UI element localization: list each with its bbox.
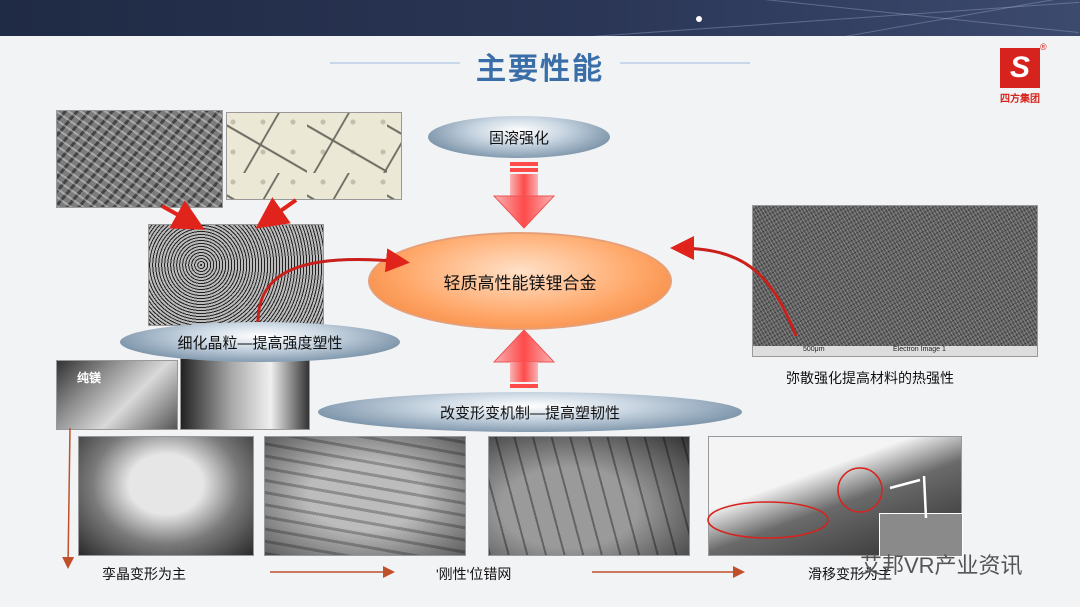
block-arrow-up (492, 329, 556, 388)
arrow-sem-to-core (670, 236, 798, 337)
slip-ellipse-1 (707, 501, 829, 539)
solid-solution-pill: 固溶强化 (428, 116, 610, 158)
block-arrow-down (492, 162, 556, 229)
caption-slip: 滑移变形为主 (808, 566, 892, 582)
sem-micrograph: 500μm Electron Image 1 (752, 205, 1038, 357)
tem-dislocation-1 (264, 436, 466, 556)
watermark: 艾邦VR产业资讯 (860, 553, 1023, 578)
caption-twin: 孪晶变形为主 (102, 566, 186, 582)
top-banner (0, 0, 1080, 36)
deformation-mechanism-pill: 改变形变机制—提高塑韧性 (318, 392, 742, 432)
dispersion-caption: 弥散强化提高材料的热强性 (786, 370, 954, 386)
core-ellipse: 轻质高性能镁锂合金 (368, 232, 672, 330)
pure-mg-label: 纯镁 (77, 371, 102, 385)
tem-twin (78, 436, 254, 556)
title-rule-right (620, 62, 750, 64)
micrograph-fine-grain (148, 224, 324, 326)
title-rule-left (330, 62, 460, 64)
arrow-dendrite-to-fine (161, 200, 205, 230)
tem-pure-mg: 纯镁 (56, 360, 178, 430)
sem-scale: 500μm (803, 346, 825, 353)
grain-refine-pill: 细化晶粒—提高强度塑性 (120, 322, 400, 362)
arrow-vertical-left (62, 427, 75, 569)
tem-dislocation-2 (488, 436, 690, 556)
caption-dislocation: '刚性'位错网 (436, 566, 512, 582)
arrow-fine-to-core (256, 248, 410, 323)
slip-circle (837, 467, 883, 513)
tem-pure-mg-2 (180, 358, 310, 430)
sem-caption: Electron Image 1 (893, 346, 946, 353)
logo-name: 四方集团 (1000, 94, 1040, 105)
slide-title: 主要性能 (476, 53, 604, 86)
micrograph-coarse-grain (226, 112, 402, 200)
company-logo: S ® 四方集团 (996, 42, 1047, 106)
micrograph-dendritic (56, 110, 223, 208)
tem-slip (708, 436, 963, 557)
arrow-coarse-to-fine (255, 197, 298, 229)
